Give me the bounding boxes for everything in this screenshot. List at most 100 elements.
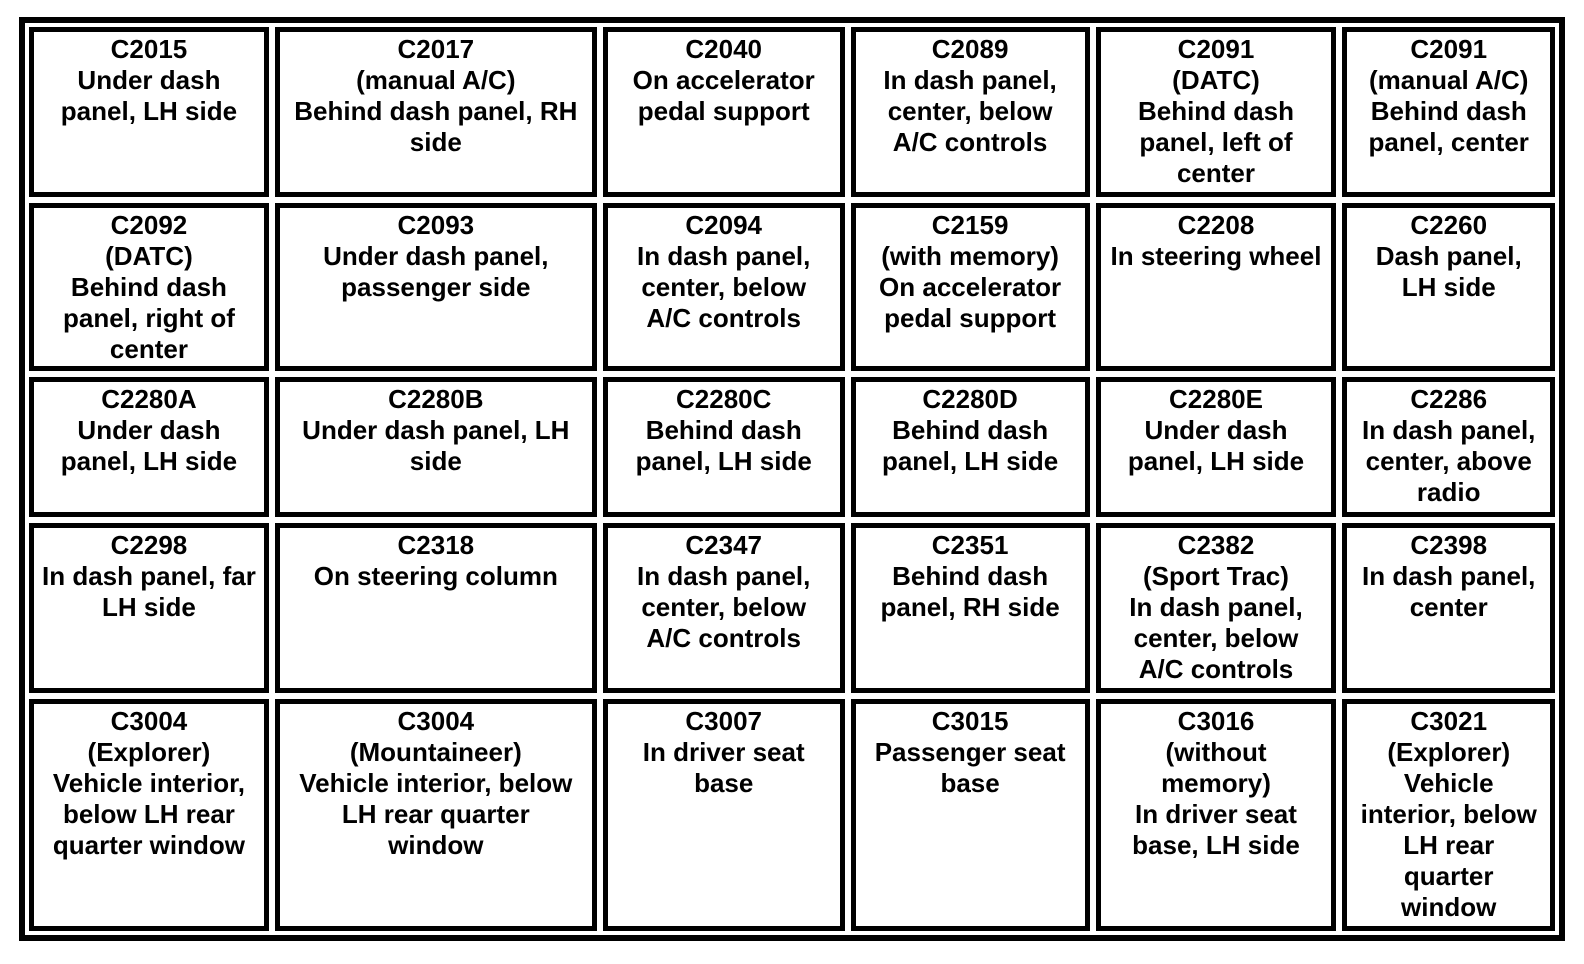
connector-location-line: Under dash	[77, 65, 221, 95]
connector-code: C2260	[1410, 210, 1488, 240]
connector-location-line: (manual A/C)	[356, 65, 516, 95]
connector-location-line: window	[1401, 892, 1497, 922]
connector-location-line: center, below	[1133, 623, 1299, 653]
connector-location-line: In dash panel,	[1362, 415, 1536, 445]
connector-location-line: pedal support	[637, 96, 810, 126]
connector-location-line: (Explorer)	[87, 737, 211, 767]
connector-code: C2091	[1177, 34, 1255, 64]
connector-code: C3004	[397, 706, 475, 736]
connector-location-line: Behind dash	[645, 415, 802, 445]
connector-location-line: Behind dash	[892, 561, 1049, 591]
connector-code: C2094	[685, 210, 763, 240]
connector-location-line: In dash panel,	[637, 561, 811, 591]
connector-location-line: Behind dash panel, RH	[294, 96, 578, 126]
connector-location-line: (manual A/C)	[1369, 65, 1529, 95]
connector-location-line: In dash panel,	[1129, 592, 1303, 622]
connector-location-line: Behind dash	[892, 415, 1049, 445]
connector-location-line: In driver seat	[642, 737, 805, 767]
connector-location-line: panel, left of	[1139, 127, 1293, 157]
connector-location-line: A/C controls	[646, 303, 801, 333]
connector-location-line: (Explorer)	[1387, 737, 1511, 767]
connector-location-line: (DATC)	[1172, 65, 1260, 95]
connector-code: C2015	[110, 34, 188, 64]
connector-location-line: LH rear	[1403, 830, 1495, 860]
connector-location-line: (without	[1165, 737, 1267, 767]
connector-code: C2280E	[1169, 384, 1263, 414]
connector-location-line: Behind dash	[70, 272, 227, 302]
connector-code: C2280B	[388, 384, 484, 414]
connector-location-line: A/C controls	[1138, 654, 1294, 684]
connector-location-line: radio	[1416, 477, 1481, 507]
connector-location-line: In dash panel,	[637, 241, 811, 271]
connector-code: C2318	[397, 530, 475, 560]
connector-location-line: In dash panel,	[1362, 561, 1536, 591]
connector-location-line: On accelerator	[879, 272, 1062, 302]
connector-code: C2347	[685, 530, 763, 560]
connector-location-line: pedal support	[884, 303, 1057, 333]
connector-code: C3004	[110, 706, 188, 736]
connector-location-line: Behind dash	[1137, 96, 1294, 126]
connector-location-line: panel, LH side	[1127, 446, 1305, 476]
connector-location-line: Under dash panel,	[323, 241, 549, 271]
connector-location-line: A/C controls	[646, 623, 801, 653]
connector-location-line: LH rear quarter	[341, 799, 530, 829]
connector-location-line: center, above	[1365, 446, 1532, 476]
connector-location-line: window	[388, 830, 484, 860]
connector-location-line: center	[1176, 158, 1255, 188]
connector-cell: C3004(Mountaineer)Vehicle interior, belo…	[274, 699, 597, 931]
connector-cell: C2382(Sport Trac)In dash panel,center, b…	[1095, 523, 1337, 693]
connector-location-line: base	[940, 768, 1000, 798]
connector-code: C2286	[1410, 384, 1488, 414]
connector-code: C2382	[1177, 530, 1255, 560]
connector-code: C3015	[931, 706, 1009, 736]
connector-code: C2351	[931, 530, 1009, 560]
connector-location-line: In driver seat	[1135, 799, 1297, 829]
connector-location-line: panel, RH side	[880, 592, 1060, 622]
connector-location-line: LH side	[101, 592, 196, 622]
connector-location-line: center, below	[641, 272, 807, 302]
connector-location-line: center	[109, 334, 188, 364]
connector-location-line: Behind dash	[1370, 96, 1527, 126]
connector-location-line: below LH rear	[62, 799, 235, 829]
connector-location-line: panel, LH side	[60, 446, 238, 476]
connector-location-line: (Mountaineer)	[349, 737, 522, 767]
connector-location-line: panel, center	[1368, 127, 1529, 157]
connector-code: C2089	[931, 34, 1009, 64]
connector-code: C2280C	[676, 384, 772, 414]
connector-code: C3016	[1177, 706, 1255, 736]
connector-code: C2159	[931, 210, 1009, 240]
connector-location-line: LH side	[1401, 272, 1496, 302]
connector-location-line: Under dash	[77, 415, 221, 445]
connector-location-line: panel, LH side	[635, 446, 812, 476]
connector-code: C2040	[685, 34, 763, 64]
connector-cell: C3004(Explorer)Vehicle interior,below LH…	[29, 699, 269, 931]
connector-location-line: (with memory)	[881, 241, 1059, 271]
connector-location-line: A/C controls	[892, 127, 1048, 157]
connector-location-line: In dash panel,	[883, 65, 1057, 95]
connector-code: C3007	[685, 706, 763, 736]
connector-location-line: side	[409, 446, 462, 476]
connector-code: C2091	[1410, 34, 1488, 64]
connector-location-line: center, below	[887, 96, 1053, 126]
connector-location-line: Dash panel,	[1375, 241, 1522, 271]
connector-code: C2017	[397, 34, 475, 64]
